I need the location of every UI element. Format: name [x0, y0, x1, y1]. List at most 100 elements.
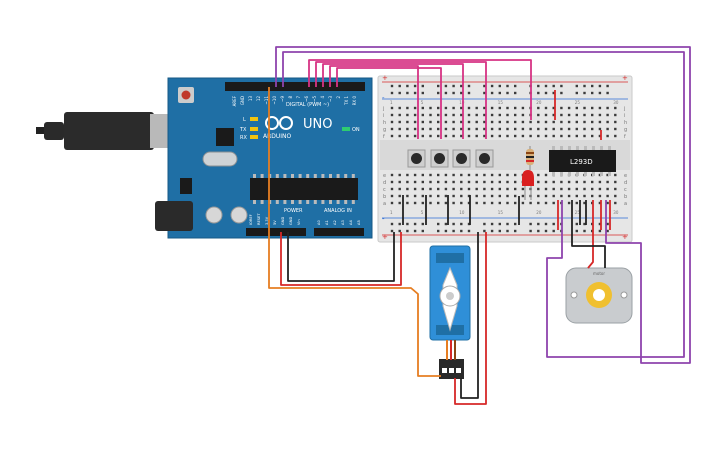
wire-servo-black — [460, 232, 479, 399]
terminal-hole — [413, 127, 417, 131]
terminal-hole — [614, 127, 617, 131]
terminal-hole — [544, 134, 548, 138]
terminal-hole — [552, 180, 555, 184]
terminal-hole — [390, 194, 394, 198]
power-jack — [155, 201, 193, 231]
terminal-hole — [529, 120, 532, 124]
terminal-hole — [429, 106, 432, 110]
terminal-hole — [460, 194, 463, 198]
rail-hole — [444, 91, 448, 95]
terminal-hole — [560, 134, 563, 138]
capacitor-1 — [205, 206, 223, 224]
terminal-hole — [544, 173, 548, 177]
arduino-uno-board[interactable]: UNO ARDUINO ON TX RX L DIGITAL (PWM ~) P… — [155, 77, 373, 239]
terminal-hole — [552, 194, 555, 198]
pin-label: 4 — [320, 96, 325, 99]
rail-hole — [452, 84, 455, 88]
terminal-hole — [390, 187, 394, 191]
terminal-hole — [490, 113, 494, 117]
terminal-hole — [606, 120, 609, 124]
terminal-hole — [591, 194, 594, 198]
terminal-hole — [498, 106, 501, 110]
terminal-hole — [567, 106, 571, 110]
terminal-hole — [413, 106, 417, 110]
rail-hole — [437, 222, 440, 226]
rx-label: RX — [240, 135, 247, 141]
rail-hole — [421, 229, 424, 233]
terminal-hole — [421, 194, 424, 198]
terminal-hole — [575, 106, 578, 110]
terminal-hole — [498, 134, 501, 138]
terminal-hole — [537, 113, 540, 117]
column-number: 15 — [498, 100, 504, 105]
digital-header — [225, 82, 365, 91]
rail-hole — [467, 84, 471, 88]
push-button[interactable] — [452, 149, 471, 168]
terminal-hole — [498, 180, 501, 184]
terminal-hole — [460, 106, 463, 110]
wire-magenta-1 — [336, 67, 442, 139]
terminal-hole — [444, 180, 448, 184]
rail-hole — [483, 229, 486, 233]
rail-hole — [398, 91, 401, 95]
terminal-hole — [413, 173, 417, 177]
terminal-hole — [614, 201, 617, 205]
terminal-hole — [444, 106, 448, 110]
on-label: ON — [352, 127, 360, 133]
terminal-hole — [429, 134, 432, 138]
terminal-hole — [506, 113, 509, 117]
terminal-hole — [406, 180, 409, 184]
resistor — [526, 146, 534, 170]
terminal-hole — [567, 180, 571, 184]
terminal-hole — [498, 194, 501, 198]
terminal-hole — [506, 180, 509, 184]
terminal-hole — [452, 127, 455, 131]
terminal-hole — [567, 187, 571, 191]
terminal-hole — [575, 134, 578, 138]
rail-hole — [506, 229, 509, 233]
terminal-hole — [398, 134, 401, 138]
pin-label: 2 — [336, 96, 341, 99]
push-button[interactable] — [475, 149, 494, 168]
terminal-hole — [591, 134, 594, 138]
terminal-hole — [398, 173, 401, 177]
terminal-hole — [544, 187, 548, 191]
terminal-hole — [514, 180, 517, 184]
terminal-hole — [398, 113, 401, 117]
terminal-hole — [598, 194, 602, 198]
push-button[interactable] — [430, 149, 449, 168]
terminal-hole — [506, 187, 509, 191]
terminal-hole — [429, 127, 432, 131]
mcu-pins — [253, 174, 355, 204]
terminal-hole — [467, 134, 471, 138]
terminal-hole — [591, 127, 594, 131]
terminal-hole — [521, 127, 525, 131]
terminal-hole — [467, 187, 471, 191]
rail-hole — [514, 91, 517, 95]
pin-label: ~3 — [328, 96, 333, 102]
terminal-hole — [475, 106, 478, 110]
rail-hole — [552, 222, 555, 226]
terminal-hole — [544, 113, 548, 117]
rail-hole — [606, 84, 609, 88]
terminal-hole — [552, 187, 555, 191]
terminal-hole — [521, 194, 525, 198]
rail-hole — [598, 91, 602, 95]
push-buttons[interactable] — [407, 149, 494, 168]
push-button[interactable] — [407, 149, 426, 168]
row-letter: b — [383, 194, 386, 200]
terminal-hole — [529, 134, 532, 138]
l-label: L — [243, 117, 246, 123]
rail-hole — [506, 84, 509, 88]
pin-label: A2 — [333, 220, 337, 225]
terminal-hole — [575, 180, 578, 184]
terminal-hole — [514, 120, 517, 124]
ic-pin — [608, 172, 611, 176]
rail-hole — [490, 229, 494, 233]
column-number: 10 — [459, 210, 465, 215]
terminal-hole — [498, 127, 501, 131]
terminal-hole — [514, 127, 517, 131]
terminal-hole — [483, 134, 486, 138]
terminal-hole — [483, 120, 486, 124]
terminal-hole — [406, 173, 409, 177]
